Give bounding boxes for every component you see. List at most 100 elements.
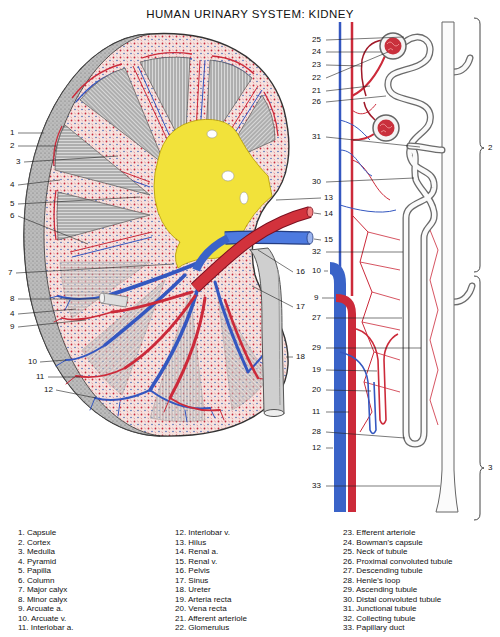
callout-number-box: 22 (312, 73, 321, 83)
key-entry-box: 32. Collecting tubule (343, 614, 416, 624)
callout-number-box: 10 (28, 357, 37, 367)
callout-number: 9 (314, 293, 318, 303)
callout-number: 18 (296, 352, 305, 362)
collecting-duct (436, 22, 458, 512)
key-entry: 23. Efferent arteriole (343, 528, 415, 538)
key-entry-box: 20. Vena recta (175, 604, 227, 614)
callout-number-box: 7 (8, 268, 12, 278)
key-entry-box: 1. Capsule (18, 528, 56, 538)
key-entry: 5. Papilla (18, 566, 51, 576)
callout-number: 20 (312, 385, 321, 395)
callout-number-box: 15 (324, 235, 333, 245)
key-entry-box: 17. Sinus (175, 576, 208, 586)
callout-number: 2 (10, 141, 14, 151)
key-entry-box: 28. Henle's loop (343, 576, 400, 586)
callout-number-box: 9 (10, 322, 14, 332)
key-entry: 10. Arcuate v. (18, 614, 66, 624)
bracket (474, 18, 484, 272)
callout-number-box: 14 (324, 209, 333, 219)
callout-number: 13 (324, 193, 333, 203)
ureter (250, 248, 284, 417)
key-entry: 16. Pelvis (175, 566, 210, 576)
key-entry-box: 26. Proximal convoluted tubule (343, 557, 452, 567)
key-entry: 11. Interlobar a. (18, 623, 73, 633)
key-entry-box: 31. Junctional tubule (343, 604, 416, 614)
callout-number-box: 29 (312, 343, 321, 353)
key-entry-box: 3. Medulla (18, 547, 55, 557)
key-entry: 13. Hilus (175, 538, 206, 548)
callout-number-box: 11 (36, 372, 44, 382)
callout-number-box: 3 (16, 157, 20, 167)
callout-number: 10 (28, 357, 37, 367)
tubules (388, 37, 472, 444)
callout-number: 14 (324, 209, 333, 219)
callout-number-box: 33 (312, 481, 321, 491)
callout-number-box: 9 (314, 293, 318, 303)
key-entry: 25. Neck of tubule (343, 547, 407, 557)
callout-number-box: 18 (296, 352, 305, 362)
key-entry-box: 30. Distal convoluted tubule (343, 595, 441, 605)
callout-number-box: 13 (324, 193, 333, 203)
callout-number: 11 (36, 372, 44, 382)
callout-number-box: 17 (296, 302, 305, 312)
key-entry: 17. Sinus (175, 576, 208, 586)
key-entry: 8. Minor calyx (18, 595, 67, 605)
key-entry: 9. Arcuate a. (18, 604, 63, 614)
key-entry: 1. Capsule (18, 528, 56, 538)
key-entry-box: 4. Pyramid (18, 557, 56, 567)
callout-number: 11 (312, 407, 320, 417)
callout-number-box: 4 (10, 309, 14, 319)
callout-number: 33 (312, 481, 321, 491)
callout-number-box: 5 (10, 199, 14, 209)
key-entry: 19. Arteria recta (175, 595, 231, 605)
glomerulus (373, 33, 406, 141)
title: HUMAN URINARY SYSTEM: KIDNEY (0, 7, 500, 21)
key-entry: 30. Distal convoluted tubule (343, 595, 441, 605)
callout-number-box: 21 (312, 86, 321, 96)
vena-recta (340, 352, 376, 434)
callout-number: 12 (44, 385, 53, 395)
key-entry-box: 33. Papillary duct (343, 623, 404, 633)
callout-number: 6 (10, 211, 14, 221)
key-entry: 18. Ureter (175, 585, 211, 595)
key-entry-box: 19. Arteria recta (175, 595, 231, 605)
key-entry-box: 16. Pelvis (175, 566, 210, 576)
callout-number-box: 4 (10, 180, 14, 190)
key-entry-box: 6. Column (18, 576, 54, 586)
key-entry: 15. Renal v. (175, 557, 217, 567)
callout-number-box: 10 (312, 266, 321, 276)
key-entry-box: 22. Glomerulus (175, 623, 229, 633)
key-entry-box: 13. Hilus (175, 538, 206, 548)
title-box: HUMAN URINARY SYSTEM: KIDNEY (0, 7, 500, 21)
bracket-label-box: 2 (488, 143, 492, 153)
callout-number: 10 (312, 266, 321, 276)
callout-number: 23 (312, 60, 321, 70)
callout-number-box: 25 (312, 35, 321, 45)
leader-lines (16, 37, 440, 486)
callout-number-box: 16 (296, 267, 305, 277)
callout-number-box: 2 (10, 141, 14, 151)
key-entry: 27. Descending tubule (343, 566, 423, 576)
key-entry-box: 29. Ascending tubule (343, 585, 417, 595)
key-entry: 24. Bowman's capsule (343, 538, 423, 548)
key-entry-box: 27. Descending tubule (343, 566, 423, 576)
key-entry-box: 7. Major calyx (18, 585, 67, 595)
key-entry: 22. Glomerulus (175, 623, 229, 633)
callout-number: 19 (312, 365, 321, 375)
key-entry: 14. Renal a. (175, 547, 218, 557)
callout-number-box: 12 (44, 385, 53, 395)
key-entry-box: 10. Arcuate v. (18, 614, 66, 624)
callout-number: 31 (312, 132, 321, 142)
callout-number: 21 (312, 86, 321, 96)
callout-number: 9 (10, 322, 14, 332)
key-entry: 31. Junctional tubule (343, 604, 416, 614)
key-entry: 33. Papillary duct (343, 623, 404, 633)
callout-number-box: 8 (10, 294, 14, 304)
bracket-label: 3 (488, 463, 492, 473)
callout-number: 7 (8, 268, 12, 278)
callout-number: 5 (10, 199, 14, 209)
key-entry: 29. Ascending tubule (343, 585, 417, 595)
callout-number-box: 12 (312, 443, 321, 453)
